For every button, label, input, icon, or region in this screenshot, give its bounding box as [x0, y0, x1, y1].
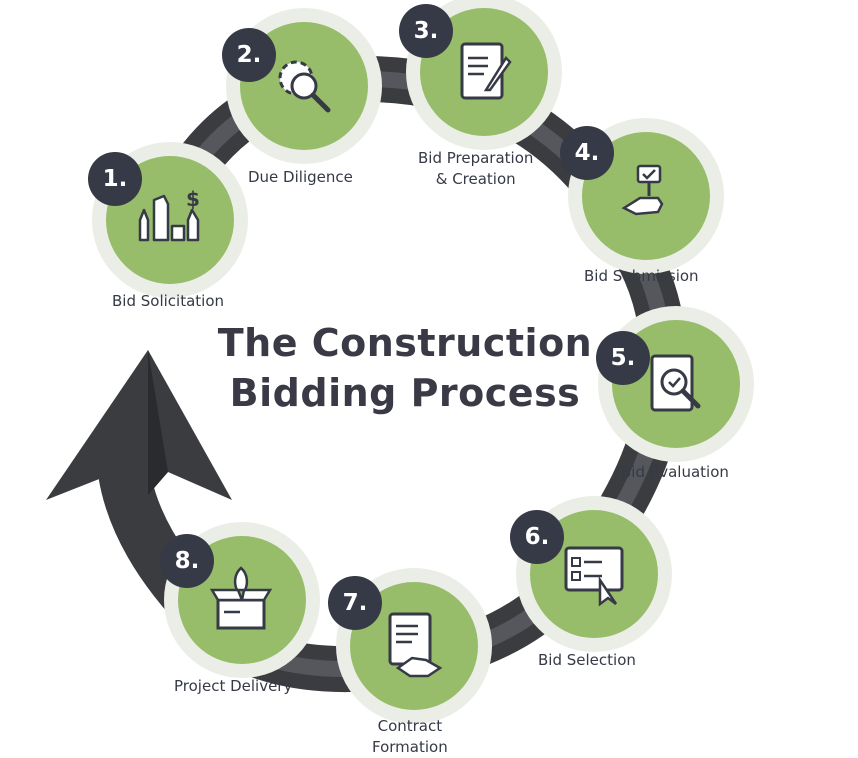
box-rocket-icon	[209, 566, 273, 630]
raised-hands-dollar-icon: $	[138, 187, 200, 242]
step-label: Project Delivery	[174, 677, 293, 695]
step-label: Contract Formation	[372, 716, 448, 758]
gear-magnifier-icon	[278, 60, 331, 113]
step-number-badge: 5.	[596, 331, 650, 385]
step-label-line: & Creation	[435, 170, 516, 188]
step-number-badge: 8.	[160, 534, 214, 588]
contract-handshake-icon	[388, 612, 443, 678]
step-label-line: Contract	[377, 717, 443, 735]
step-number-badge: 6.	[510, 510, 564, 564]
scroll-quill-icon	[460, 42, 512, 100]
step-label: Bid Selection	[538, 651, 636, 669]
title-line-2: Bidding Process	[229, 371, 581, 415]
step-label: Bid Preparation & Creation	[418, 148, 533, 190]
step-number-badge: 4.	[560, 126, 614, 180]
arrowhead-shade	[148, 350, 168, 495]
document-magnifier-icon	[650, 354, 701, 412]
hand-holding-sign-icon	[621, 164, 664, 216]
checklist-click-icon	[564, 546, 624, 607]
title-line-1: The Construction	[217, 321, 593, 365]
step-number-badge: 1.	[88, 152, 142, 206]
step-label: Bid Submission	[584, 267, 699, 285]
step-label-line: Bid Preparation	[418, 149, 534, 167]
step-number-badge: 2.	[222, 28, 276, 82]
step-number-badge: 3.	[399, 4, 453, 58]
step-number-badge: 7.	[328, 576, 382, 630]
step-label: Bid Evaluation	[621, 463, 729, 481]
svg-text:$: $	[186, 187, 200, 211]
step-label: Due Diligence	[248, 168, 353, 186]
arrowhead	[46, 350, 232, 500]
diagram-title: The Construction Bidding Process	[190, 318, 620, 418]
step-label-line: Formation	[372, 738, 448, 756]
step-label: Bid Solicitation	[112, 292, 225, 310]
